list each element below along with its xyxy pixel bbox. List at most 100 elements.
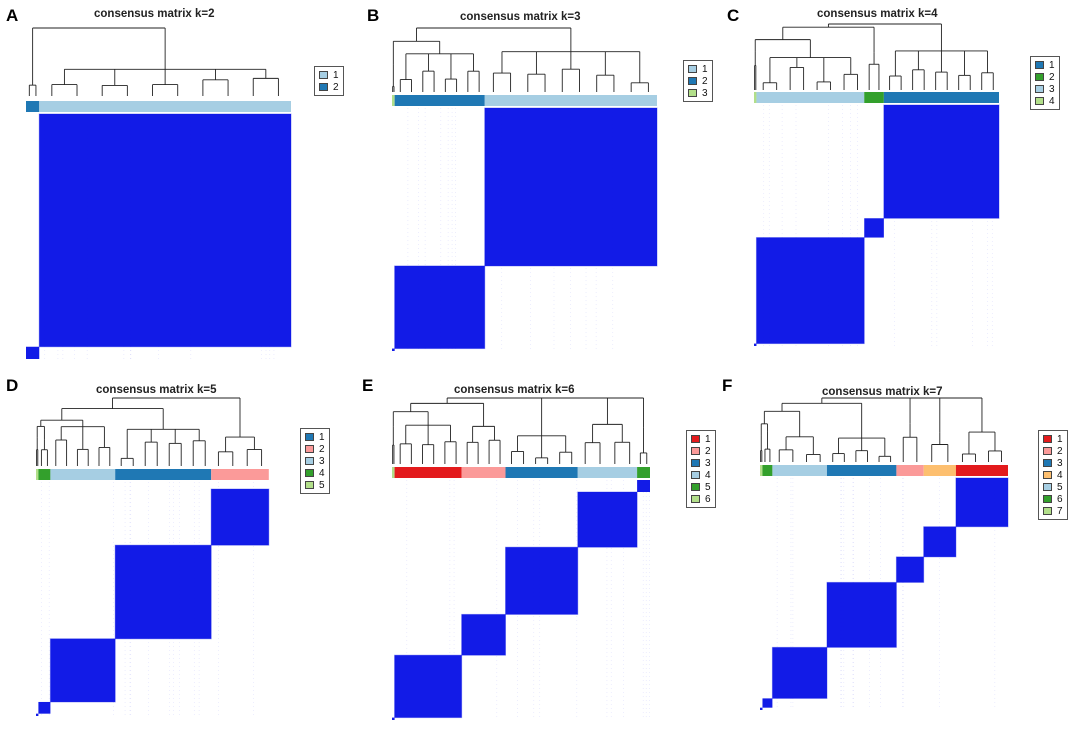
annotation-segment xyxy=(115,469,212,480)
legend-entry: 3 xyxy=(1043,457,1063,469)
consensus-block xyxy=(772,647,827,699)
annotation-segment xyxy=(484,95,657,106)
annotation-segment xyxy=(760,465,763,476)
consensus-block xyxy=(115,545,212,639)
consensus-block xyxy=(864,218,884,238)
consensus-block xyxy=(392,348,395,351)
legend-label: 2 xyxy=(333,81,339,93)
cluster-annotation-bar xyxy=(26,101,291,112)
legend-label: 2 xyxy=(1057,445,1063,457)
chart-title: consensus matrix k=4 xyxy=(817,8,938,20)
annotation-segment xyxy=(864,92,884,103)
consensus-block xyxy=(577,492,638,548)
block-outline xyxy=(394,265,486,350)
legend-entry: 3 xyxy=(688,87,708,99)
consensus-block xyxy=(637,480,650,492)
cluster-annotation-bar xyxy=(754,92,999,103)
consensus-block xyxy=(26,346,40,359)
legend-entry: 2 xyxy=(305,443,325,455)
consensus-block xyxy=(392,717,395,720)
legend-label: 3 xyxy=(319,455,325,467)
annotation-segment xyxy=(762,465,773,476)
legend-label: 6 xyxy=(1057,493,1063,505)
consensus-block xyxy=(39,114,291,347)
cluster-annotation-bar xyxy=(760,465,1008,476)
block-outline xyxy=(755,237,865,345)
consensus-matrix-heatmap xyxy=(392,107,658,351)
block-outline xyxy=(49,638,116,703)
consensus-block xyxy=(505,547,578,615)
legend-entry: 5 xyxy=(1043,481,1063,493)
legend-entry: 3 xyxy=(691,457,711,469)
block-outline xyxy=(955,477,1009,528)
legend-swatch xyxy=(691,435,700,443)
consensus-block xyxy=(394,655,462,718)
annotation-segment xyxy=(896,465,924,476)
legend-swatch xyxy=(1043,495,1052,503)
legend-label: 5 xyxy=(705,481,711,493)
consensus-block xyxy=(211,489,269,546)
annotation-segment xyxy=(392,95,395,106)
legend-swatch xyxy=(1043,471,1052,479)
annotation-segment xyxy=(50,469,116,480)
dendrogram xyxy=(392,397,648,464)
annotation-segment xyxy=(26,101,40,112)
legend-entry: 2 xyxy=(319,81,339,93)
chart-title: consensus matrix k=2 xyxy=(94,8,215,20)
annotation-segment xyxy=(923,465,956,476)
block-outline xyxy=(771,646,828,699)
legend-swatch xyxy=(1043,459,1052,467)
legend-entry: 5 xyxy=(305,479,325,491)
block-outline xyxy=(923,526,957,558)
legend-label: 1 xyxy=(1049,59,1055,71)
legend-entry: 1 xyxy=(305,431,325,443)
annotation-segment xyxy=(577,467,638,478)
legend-label: 3 xyxy=(702,87,708,99)
legend-entry: 1 xyxy=(1043,433,1063,445)
legend-label: 4 xyxy=(1049,95,1055,107)
consensus-block xyxy=(762,698,773,708)
annotation-segment xyxy=(36,469,39,480)
consensus-block xyxy=(896,556,924,583)
legend-entry: 5 xyxy=(691,481,711,493)
legend-label: 1 xyxy=(1057,433,1063,445)
annotation-segment xyxy=(826,465,897,476)
consensus-matrix-heatmap xyxy=(754,104,1000,346)
legend-label: 1 xyxy=(702,63,708,75)
block-outline xyxy=(883,104,1000,219)
chart-title: consensus matrix k=5 xyxy=(96,384,217,396)
consensus-block xyxy=(756,237,865,344)
panel-letter: F xyxy=(722,376,733,395)
consensus-block xyxy=(760,707,763,710)
panel-letter: A xyxy=(6,6,19,25)
legend-label: 4 xyxy=(705,469,711,481)
legend-label: 3 xyxy=(1057,457,1063,469)
annotation-segment xyxy=(505,467,578,478)
consensus-matrix-heatmap xyxy=(36,482,270,716)
legend-entry: 6 xyxy=(691,493,711,505)
legend-label: 7 xyxy=(1057,505,1063,517)
legend-swatch xyxy=(305,433,314,441)
legend-swatch xyxy=(1035,61,1044,69)
annotation-segment xyxy=(955,465,1008,476)
consensus-block xyxy=(36,713,39,716)
chart-title: consensus matrix k=7 xyxy=(822,386,943,398)
dendrogram xyxy=(754,23,994,90)
legend-entry: 4 xyxy=(1035,95,1055,107)
legend-swatch xyxy=(1035,85,1044,93)
consensus-block xyxy=(38,701,51,714)
legend-swatch xyxy=(688,89,697,97)
consensus-block xyxy=(923,526,956,557)
annotation-segment xyxy=(211,469,269,480)
legend-label: 4 xyxy=(1057,469,1063,481)
legend-label: 5 xyxy=(319,479,325,491)
legend-swatch xyxy=(691,459,700,467)
panel-letter: C xyxy=(727,6,740,25)
cluster-annotation-bar xyxy=(36,469,269,480)
legend-swatch xyxy=(319,83,328,91)
